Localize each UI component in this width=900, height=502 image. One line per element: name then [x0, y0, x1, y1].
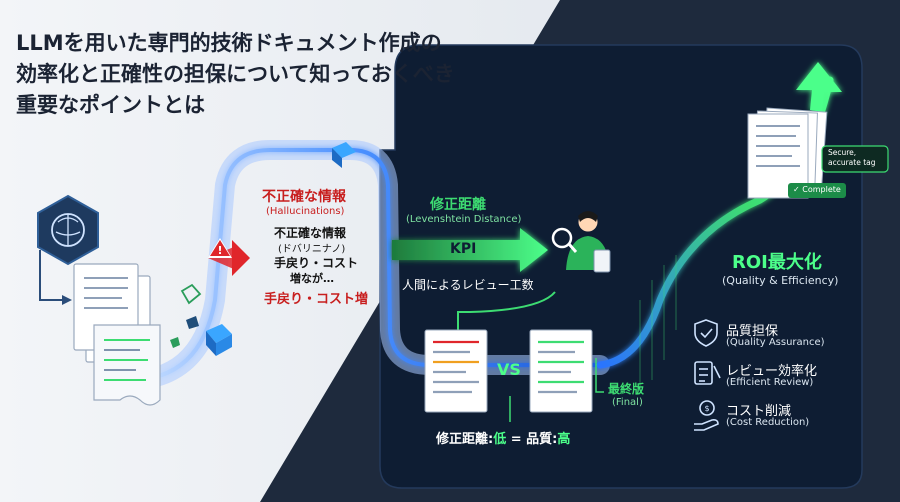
rising-arrow-head [796, 62, 842, 112]
formula: 修正距離:低 = 品質:高 [436, 428, 570, 447]
complete-badge [788, 183, 846, 198]
final-document [529, 329, 593, 413]
benefit-3-sub: (Cost Reduction) [726, 417, 810, 428]
data-cubes [170, 142, 356, 356]
light-streaks [639, 255, 677, 390]
pipe-core [118, 148, 602, 383]
dark-panel [379, 44, 863, 489]
formula-low: 低 [493, 432, 507, 447]
brain-connector [39, 250, 62, 301]
coin-hand-icon [694, 400, 719, 431]
problem-subheading: (Hallucinations) [266, 206, 345, 217]
final-bracket [595, 358, 604, 393]
draft-document [424, 329, 488, 413]
warning-marker: ! [208, 238, 250, 276]
svg-text:!: ! [217, 244, 222, 257]
benefit-3-label: コスト削減 [726, 404, 792, 419]
secure-tag [821, 145, 889, 173]
benefit-2-sub: (Efficient Review) [726, 377, 814, 388]
complete-badge-text: ✓ Complete [793, 185, 841, 194]
formula-quality: = 品質: [506, 432, 558, 447]
roi-subheading: (Quality & Efficiency) [722, 274, 839, 287]
metric-heading: 修正距離 [430, 197, 486, 213]
checklist-pen-icon [694, 361, 721, 385]
title-line-1: LLMを用いた専門的技術ドキュメント作成の [16, 31, 442, 55]
secure-tag-text: Secure, accurate tag [828, 148, 876, 168]
connector-arrow [62, 295, 72, 305]
shield-check-icon [694, 319, 718, 347]
kpi-label: KPI [450, 241, 477, 257]
secure-tag-line-1: Secure, [828, 148, 857, 157]
problem-text-1: 不正確な情報 [274, 226, 347, 240]
problem-footer: 手戻り・コスト増 [264, 292, 369, 307]
roi-heading: ROI最大化 [732, 252, 822, 273]
formula-high: 高 [557, 432, 571, 447]
review-effort-label: 人間によるレビュー工数 [402, 278, 534, 292]
coin-symbol: $ [704, 404, 709, 413]
problem-text-3: 手戻り・コスト [274, 256, 359, 270]
title-line-2: 効率化と正確性の担保について知っておくべき [16, 62, 455, 86]
benefit-1-sub: (Quality Assurance) [726, 337, 825, 348]
completed-documents-icon [747, 107, 828, 199]
benefit-2-label: レビュー効率化 [726, 364, 818, 379]
formula-distance: 修正距離: [436, 432, 494, 447]
title-line-3: 重要なポイントとは [16, 93, 205, 117]
problem-text-2: (ドバリニナノ) [278, 244, 346, 255]
reviewer-icon [551, 211, 611, 273]
kpi-arrow [392, 228, 548, 272]
secure-tag-line-2: accurate tag [828, 158, 876, 167]
problem-heading: 不正確な情報 [262, 189, 346, 205]
final-sublabel: (Final) [612, 397, 643, 408]
problem-text-4: 増なが… [290, 272, 334, 285]
feedback-arrow [457, 291, 556, 332]
benefit-1-label: 品質担保 [726, 324, 779, 339]
page-title: LLMを用いた専門的技術ドキュメント作成の 効率化と正確性の担保について知ってお… [16, 28, 536, 121]
vs-label: VS [497, 360, 521, 379]
scroll-document-icon [93, 324, 161, 406]
final-label: 最終版 [608, 382, 645, 396]
metric-subheading: (Levenshtein Distance) [406, 214, 522, 225]
ai-brain-icon [37, 194, 99, 266]
